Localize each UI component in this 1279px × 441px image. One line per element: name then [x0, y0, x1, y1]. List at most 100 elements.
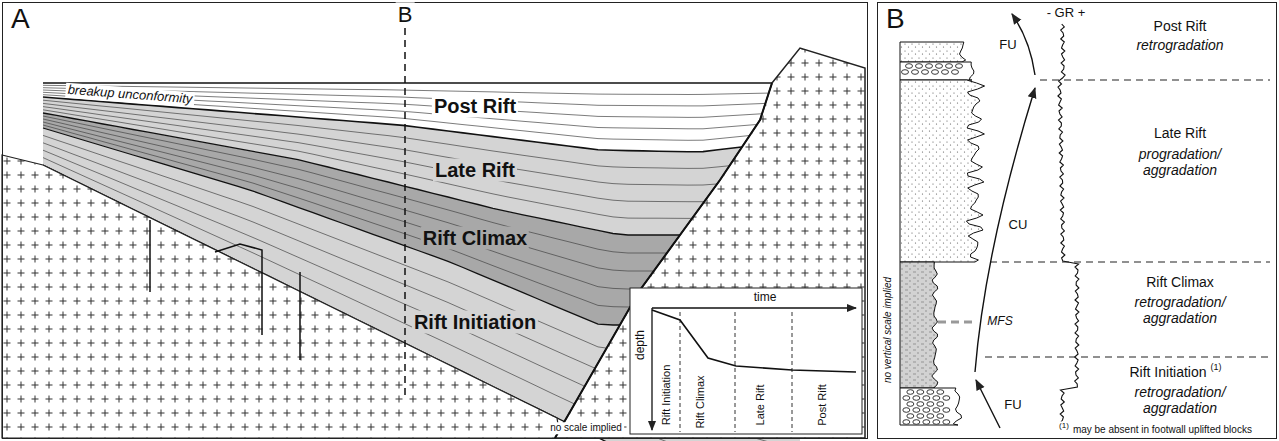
pebble — [923, 420, 930, 425]
pebble — [926, 64, 933, 69]
pebble — [917, 414, 924, 419]
stacking-label: retrogradation/ aggradation — [1120, 294, 1240, 326]
sequence-boundary — [43, 97, 800, 152]
stage-label: Late Rift — [1152, 125, 1208, 141]
pebble — [922, 70, 929, 75]
pebble — [907, 402, 914, 407]
stage-label: Rift Climax — [1144, 274, 1216, 290]
stacking-label: retrogradation — [1134, 37, 1225, 53]
pebble — [907, 390, 914, 395]
stage-label: Post Rift — [816, 382, 829, 428]
pebble — [912, 70, 919, 75]
pebble — [903, 420, 910, 425]
pebble — [913, 420, 920, 425]
axis-label: time — [752, 291, 779, 305]
pebble — [907, 414, 914, 419]
pebble — [902, 70, 909, 75]
pebble — [933, 408, 940, 413]
stage-boundaries — [985, 80, 1270, 357]
pebble — [906, 64, 913, 69]
pebble — [937, 402, 944, 407]
lithology-bed — [900, 42, 966, 62]
pebble — [943, 420, 950, 425]
stratal-line — [43, 110, 800, 219]
stratal-line — [43, 107, 800, 202]
pebble — [923, 408, 930, 413]
pebble — [913, 408, 920, 413]
well-section-line — [404, 28, 406, 400]
minor-faults — [150, 220, 300, 360]
stacking-label: progradation/ aggradation — [1120, 146, 1240, 178]
figure-panel: B — [877, 2, 1277, 439]
gamma-ray-log — [1058, 24, 1079, 426]
trend-label: CU — [1007, 218, 1030, 233]
panel-letter: A — [11, 4, 30, 35]
pebble — [942, 70, 949, 75]
pebble — [913, 396, 920, 401]
pebble — [917, 390, 924, 395]
stage-label: Late Rift — [754, 383, 767, 428]
stratal-layer — [43, 83, 800, 152]
depth-axis — [651, 308, 652, 430]
stage-label: Rift Initiation — [412, 311, 538, 334]
pebble — [943, 396, 950, 401]
footnote-mark: (1) — [1057, 421, 1071, 430]
subsidence-curve — [652, 310, 856, 372]
stacking-label: retrogradation/ aggradation — [1120, 384, 1240, 416]
lithology-bed — [900, 262, 938, 388]
pebble — [937, 390, 944, 395]
mfs-line — [938, 321, 975, 324]
pebble — [916, 64, 923, 69]
fining-upward-arrow — [976, 380, 1000, 428]
pebble — [903, 396, 910, 401]
pebble — [937, 414, 944, 419]
sea-floor — [43, 82, 772, 84]
pebble — [923, 396, 930, 401]
footnote-mark: (1) — [1209, 362, 1224, 372]
time-axis — [652, 307, 856, 308]
footnote: may be absent in footwall uplifted block… — [1071, 424, 1254, 436]
pebble — [936, 64, 943, 69]
sequence-boundary — [43, 113, 800, 235]
surface-label: MFS — [985, 315, 1014, 329]
pebble — [903, 408, 910, 413]
section-marker: B — [396, 2, 415, 27]
panel-letter: B — [886, 4, 905, 35]
trend-label: FU — [997, 38, 1018, 53]
pebble — [927, 414, 934, 419]
stage-label: Rift Climax — [694, 373, 707, 430]
pebble — [946, 64, 953, 69]
stage-label: Rift Initiation — [660, 363, 673, 428]
stratal-line — [43, 103, 800, 185]
pebble — [956, 64, 963, 69]
basement-footwall-left — [2, 155, 560, 438]
log-label: - GR + — [1045, 6, 1088, 21]
scale-note: no vertical scale implied — [882, 275, 894, 385]
stage-label: Post Rift — [432, 95, 518, 118]
stage-label: Rift Climax — [421, 227, 529, 250]
axis-label: depth — [634, 328, 648, 362]
stage-label: Rift Initiation — [1127, 364, 1208, 380]
lithology-bed — [900, 62, 974, 80]
inset-box — [630, 288, 862, 434]
trend-label: FU — [1002, 398, 1023, 413]
stage-dividers — [680, 312, 792, 432]
pebble — [927, 402, 934, 407]
lithology-column — [900, 42, 985, 425]
pebble — [933, 396, 940, 401]
pebble — [943, 408, 950, 413]
figure-panel: A — [2, 2, 868, 439]
pebble — [927, 390, 934, 395]
stage-label: Late Rift — [433, 159, 517, 182]
coarsening-upward-arrow — [975, 88, 1035, 372]
stage-label: Post Rift — [1152, 18, 1209, 34]
basement-footwall-right — [555, 48, 865, 438]
pebble — [933, 420, 940, 425]
lithology-bed — [900, 388, 962, 425]
pebble — [932, 70, 939, 75]
lithology-bed — [900, 80, 985, 262]
pebble — [917, 402, 924, 407]
scale-note: no scale implied — [548, 422, 624, 434]
pebble — [952, 70, 959, 75]
